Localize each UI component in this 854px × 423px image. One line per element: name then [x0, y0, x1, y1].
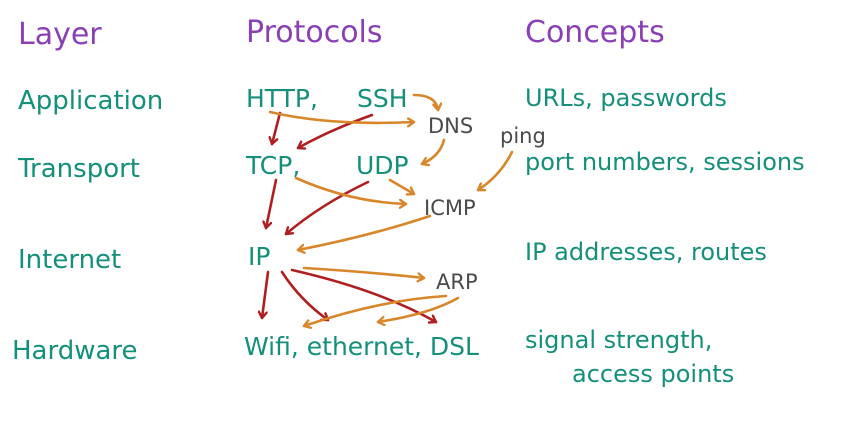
arrow-udp-to-ip — [284, 180, 370, 236]
concept-hardware-line2: access points — [572, 360, 735, 388]
header-concepts: Concepts — [525, 15, 665, 50]
arrow-ssh-to-dns — [412, 93, 438, 112]
arrow-udp-to-icmp — [388, 178, 416, 194]
arrow-http-to-dns — [268, 110, 416, 123]
concept-hardware-line1: signal strength, — [525, 326, 713, 354]
protocol-udp: UDP — [356, 151, 409, 180]
arrow-ip-to-wifi — [262, 270, 270, 320]
protocol-tcp: TCP, — [246, 151, 301, 180]
protocol-dns: DNS — [428, 114, 474, 138]
arrow-tcp-to-icmp — [294, 176, 408, 204]
arrow-icmp-to-ip — [296, 214, 432, 250]
concept-internet: IP addresses, routes — [525, 238, 767, 266]
layer-transport: Transport — [18, 154, 141, 184]
concept-application: URLs, passwords — [525, 84, 727, 112]
protocol-ip: IP — [248, 242, 271, 271]
concept-transport: port numbers, sessions — [525, 148, 805, 176]
protocol-ssh: SSH — [357, 84, 408, 113]
header-layer: Layer — [18, 17, 102, 52]
arrow-tcp-to-ip — [266, 178, 278, 230]
arrow-dns-to-udp — [420, 138, 446, 164]
annotation-ping: ping — [500, 124, 546, 148]
arrow-arp-to-ethernet — [376, 296, 460, 322]
arrow-ip-to-arp — [302, 266, 426, 278]
arrow-ip-to-dsl — [290, 268, 438, 322]
arrow-http-to-tcp — [272, 111, 282, 146]
arrow-ping-to-icmp — [476, 150, 514, 190]
arrow-ssh-to-tcp — [296, 113, 374, 148]
layer-hardware: Hardware — [12, 336, 138, 366]
protocol-icmp: ICMP — [424, 196, 476, 220]
layer-application: Application — [18, 86, 164, 116]
arrow-arp-to-wifi — [302, 294, 448, 326]
header-protocols: Protocols — [246, 15, 383, 50]
layer-internet: Internet — [18, 245, 122, 275]
protocol-hardware-line: Wifi, ethernet, DSL — [244, 332, 479, 361]
protocol-arp: ARP — [436, 270, 478, 294]
protocol-http: HTTP, — [246, 84, 318, 113]
arrow-ip-to-ethernet — [280, 270, 330, 322]
